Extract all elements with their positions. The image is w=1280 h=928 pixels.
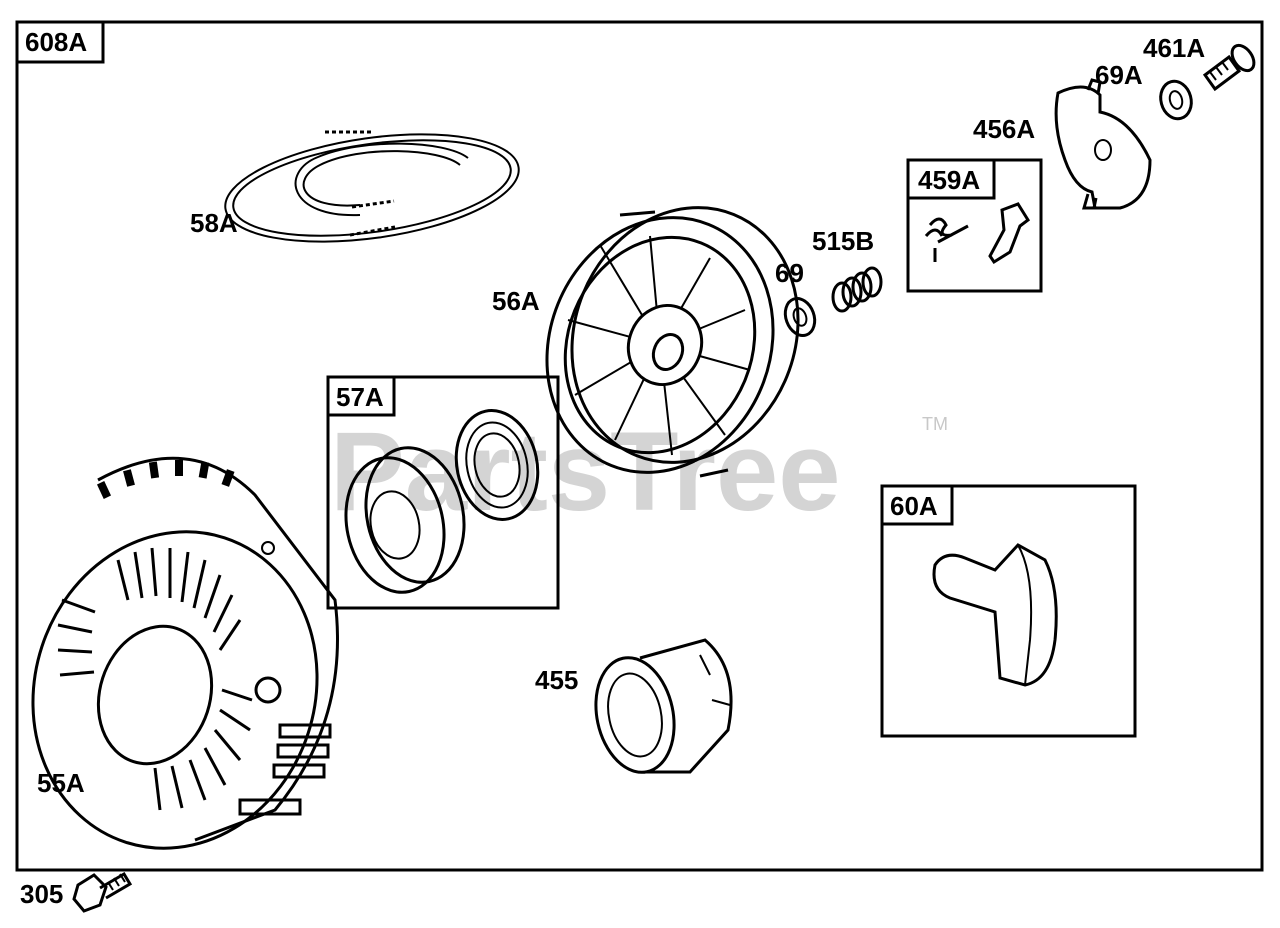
kit-57A-spring-coil <box>465 421 529 509</box>
label-56A[interactable]: 56A <box>492 286 540 316</box>
part-515B-spring[interactable] <box>831 266 883 313</box>
plate-456A-hole <box>1094 139 1112 161</box>
part-56A-pulley[interactable] <box>509 173 835 506</box>
housing-side-vents <box>238 723 332 816</box>
screw-461A-threads <box>1209 61 1229 81</box>
assembly-label-box <box>15 20 105 64</box>
spring-coil-4 <box>861 266 883 298</box>
label-455[interactable]: 455 <box>535 665 578 695</box>
rope-outer-loop <box>224 133 520 243</box>
housing-vents <box>57 547 253 811</box>
label-58A[interactable]: 58A <box>190 208 238 238</box>
housing-top-slots <box>96 460 235 499</box>
label-69A[interactable]: 69A <box>1095 60 1143 90</box>
part-60A-handle[interactable]: 60A <box>880 484 1137 738</box>
kit-60A-label: 60A <box>890 491 938 521</box>
label-515B[interactable]: 515B <box>812 226 874 256</box>
kit-57A-cup-back <box>364 446 466 584</box>
kit-60A-frame <box>880 484 1137 738</box>
label-55A[interactable]: 55A <box>37 768 85 798</box>
kit-459A-pawl <box>988 202 1031 265</box>
part-461A-screw[interactable] <box>1202 41 1258 92</box>
pulley-rim-edges <box>619 210 729 478</box>
kit-57A-frame <box>326 375 560 610</box>
housing-boss <box>254 676 282 704</box>
housing-center-opening <box>96 624 214 766</box>
pulley-front-rim <box>545 216 775 474</box>
bushing-455-body <box>639 638 733 774</box>
screw-461A-head <box>1230 43 1256 73</box>
kit-57A-cup-bore <box>369 490 421 560</box>
part-456A-plate[interactable] <box>1054 78 1152 210</box>
kit-57A-label: 57A <box>336 382 384 412</box>
washer-69-hole <box>792 307 808 327</box>
assembly-frame <box>15 20 1264 872</box>
plate-456A-tabs <box>1082 78 1102 210</box>
kit-57A-spring-outer <box>454 409 540 521</box>
bolt-305-threads <box>107 873 126 891</box>
housing-front-face <box>31 530 319 850</box>
kit-57A-spring-coil-2 <box>473 432 521 498</box>
rope-inner-loop <box>302 150 461 207</box>
label-69[interactable]: 69 <box>775 258 804 288</box>
bushing-455-ribs <box>699 654 731 706</box>
housing-side-wall <box>97 456 339 842</box>
pulley-hub <box>626 304 704 386</box>
label-456A[interactable]: 456A <box>973 114 1035 144</box>
assembly-label-608A[interactable]: 608A <box>15 20 105 64</box>
assembly-label-text: 608A <box>25 27 87 57</box>
part-305-bolt[interactable] <box>72 871 133 913</box>
bolt-305-shank <box>99 871 133 900</box>
rope-twist-3 <box>351 199 395 209</box>
spring-coil-1 <box>831 281 853 313</box>
handle-60A-outline <box>932 543 1058 687</box>
kit-459A-torsion-spring <box>924 217 969 262</box>
washer-69-outer <box>783 297 817 337</box>
part-58A-rope[interactable] <box>218 118 525 258</box>
part-57A-kit[interactable]: 57A <box>326 375 560 610</box>
pulley-inner-ring <box>563 235 757 455</box>
bushing-455-flange <box>594 656 676 774</box>
kit-459A-label: 459A <box>918 165 980 195</box>
washer-69A-hole <box>1168 90 1184 110</box>
part-455-bushing[interactable] <box>586 638 733 780</box>
kit-57A-label-box <box>326 375 396 417</box>
rope-inner-loop-2 <box>294 142 469 217</box>
kit-60A-label-box <box>880 484 954 526</box>
spring-coil-2 <box>841 276 863 308</box>
bushing-455-bore <box>607 672 663 758</box>
washer-69A-outer <box>1159 79 1193 121</box>
pulley-hub-bore <box>651 333 685 371</box>
handle-60A-edge <box>1017 544 1033 686</box>
label-305[interactable]: 305 <box>20 879 63 909</box>
bolt-305-head <box>72 873 108 913</box>
housing-mount-hole <box>261 541 275 555</box>
part-69-washer[interactable] <box>780 294 819 339</box>
plate-456A-outline <box>1054 85 1152 210</box>
spring-coil-3 <box>851 271 873 303</box>
part-69A-washer[interactable] <box>1157 78 1196 122</box>
kit-459A-label-box <box>906 158 996 200</box>
watermark-text: PartsTree <box>330 409 841 534</box>
label-461A[interactable]: 461A <box>1143 33 1205 63</box>
part-459A-kit[interactable]: 459A <box>906 158 1043 293</box>
screw-461A-shank <box>1202 54 1242 92</box>
trademark-mark: TM <box>922 414 948 434</box>
rope-twist-2 <box>349 225 396 237</box>
part-55A-housing[interactable] <box>0 456 358 885</box>
